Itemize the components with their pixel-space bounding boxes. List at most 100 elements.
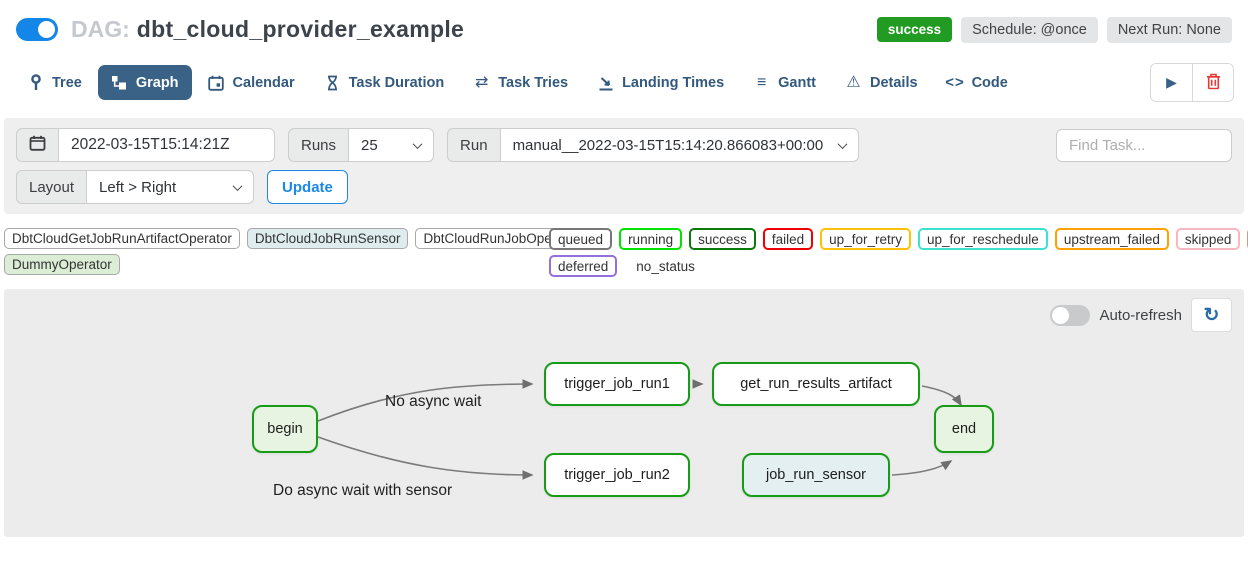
operator-chip: DummyOperator — [4, 254, 120, 275]
dag-header: DAG: dbt_cloud_provider_example success … — [0, 0, 1248, 43]
chevron-down-icon — [412, 138, 423, 149]
delete-dag-button[interactable] — [1192, 64, 1233, 101]
task-node-begin[interactable]: begin — [252, 405, 318, 453]
edge-begin-trigger1 — [317, 379, 534, 422]
status-chip: up_for_reschedule — [917, 228, 1048, 250]
status-badge[interactable]: success — [876, 17, 953, 42]
execution-date-input[interactable] — [58, 128, 275, 162]
legend: DbtCloudGetJobRunArtifactOperator DbtClo… — [4, 228, 1248, 277]
trash-icon — [1206, 73, 1221, 93]
execution-date-group — [16, 128, 275, 162]
tab-label: Graph — [135, 74, 179, 91]
edge-begin-trigger2 — [317, 436, 534, 480]
status-chip: upstream_failed — [1054, 228, 1169, 250]
page-title: dbt_cloud_provider_example — [136, 16, 465, 42]
run-select[interactable]: manual__2022-03-15T15:14:20.866083+00:00 — [499, 128, 860, 162]
task-node-end[interactable]: end — [934, 405, 994, 453]
toggle-knob — [1052, 306, 1070, 324]
chevron-down-icon — [837, 138, 848, 149]
status-chip: up_for_retry — [820, 228, 911, 250]
tab-label: Task Duration — [348, 74, 445, 91]
tab-landing-times[interactable]: Landing Times — [584, 65, 737, 100]
status-legend: queued running success failed up_for_ret… — [549, 228, 1248, 277]
status-chip: no_status — [636, 258, 695, 274]
play-icon: ▶ — [1166, 74, 1177, 90]
tab-code[interactable]: <> Code — [934, 65, 1021, 100]
hourglass-icon — [324, 74, 341, 91]
edge-sensor-end — [891, 460, 953, 476]
status-chip: skipped — [1175, 228, 1241, 250]
task-node-trigger-job-run1[interactable]: trigger_job_run1 — [544, 362, 690, 406]
status-chip: queued — [549, 228, 613, 250]
auto-refresh-label: Auto-refresh — [1099, 306, 1182, 324]
task-node-get-run-results-artifact[interactable]: get_run_results_artifact — [712, 362, 920, 406]
edge-label: Do async wait with sensor — [273, 482, 453, 499]
layout-selected-value: Left > Right — [99, 178, 177, 196]
auto-refresh-control: Auto-refresh ↻ — [1050, 298, 1232, 332]
run-group: Run manual__2022-03-15T15:14:20.866083+0… — [447, 128, 860, 162]
task-node-trigger-job-run2[interactable]: trigger_job_run2 — [544, 453, 690, 497]
run-selected-value: manual__2022-03-15T15:14:20.866083+00:00 — [512, 136, 824, 154]
view-tabbar: Tree Graph Calendar Task Duration ⇄ Task… — [0, 43, 1248, 102]
toggle-knob — [38, 21, 55, 38]
layout-select[interactable]: Left > Right — [86, 170, 255, 204]
runs-label: Runs — [288, 128, 349, 162]
run-label: Run — [447, 128, 500, 162]
tab-label: Task Tries — [498, 74, 569, 91]
status-chip: failed — [762, 228, 814, 250]
runs-selected-value: 25 — [361, 136, 378, 154]
status-chip: deferred — [549, 255, 618, 277]
plane-landing-icon — [597, 74, 614, 91]
schedule-badge: Schedule: @once — [961, 16, 1098, 43]
gantt-icon: ≡ — [756, 73, 767, 91]
tree-icon — [27, 74, 44, 91]
tab-label: Calendar — [232, 74, 295, 91]
refresh-icon: ↻ — [1203, 304, 1220, 326]
calendar-addon[interactable] — [16, 128, 58, 162]
operator-chip: DbtCloudGetJobRunArtifactOperator — [4, 228, 240, 249]
operator-chip: DbtCloudJobRunSensor — [246, 228, 409, 249]
auto-refresh-toggle[interactable] — [1050, 304, 1091, 326]
header-badges: success Schedule: @once Next Run: None — [876, 16, 1232, 43]
layout-label: Layout — [16, 170, 87, 204]
code-icon: <> — [945, 74, 965, 91]
graph-icon — [111, 74, 128, 91]
task-node-job-run-sensor[interactable]: job_run_sensor — [742, 453, 890, 497]
tab-task-duration[interactable]: Task Duration — [311, 65, 458, 100]
status-chip: running — [619, 228, 683, 250]
dag-graph-panel: Auto-refresh ↻ No async wait Do async wa… — [4, 289, 1244, 537]
status-chip: success — [689, 228, 756, 250]
refresh-button[interactable]: ↻ — [1191, 298, 1232, 332]
trigger-dag-button[interactable]: ▶ — [1151, 64, 1192, 101]
filter-panel: Runs 25 Run manual__2022-03-15T15:14:20.… — [4, 118, 1244, 214]
tab-tree[interactable]: Tree — [14, 65, 95, 100]
tab-label: Landing Times — [622, 74, 725, 91]
tab-calendar[interactable]: Calendar — [195, 65, 308, 100]
dag-edges — [317, 379, 962, 480]
tab-task-tries[interactable]: ⇄ Task Tries — [460, 65, 581, 100]
chevron-down-icon — [232, 180, 243, 191]
runs-group: Runs 25 — [288, 128, 435, 162]
repeat-icon: ⇄ — [475, 73, 489, 91]
next-run-badge: Next Run: None — [1106, 16, 1232, 43]
tab-label: Code — [971, 74, 1008, 91]
dag-prefix-label: DAG: — [71, 16, 130, 42]
dag-action-buttons: ▶ — [1150, 63, 1234, 102]
runs-select[interactable]: 25 — [348, 128, 435, 162]
tab-label: Details — [870, 74, 918, 91]
tab-graph[interactable]: Graph — [97, 65, 192, 100]
warning-triangle-icon: ⚠ — [846, 73, 861, 91]
tab-details[interactable]: ⚠ Details — [832, 65, 931, 100]
find-task-input[interactable] — [1056, 128, 1232, 162]
layout-group: Layout Left > Right — [16, 170, 255, 204]
edge-label: No async wait — [385, 393, 482, 410]
calendar-icon — [208, 74, 225, 91]
calendar-icon — [29, 135, 46, 155]
operator-legend: DbtCloudGetJobRunArtifactOperator DbtClo… — [4, 228, 588, 277]
edge-artifact-end — [921, 385, 962, 407]
dag-pause-toggle[interactable] — [16, 18, 58, 41]
tab-label: Gantt — [778, 74, 816, 91]
operator-chip: DbtCloudRunJobOperator — [415, 228, 588, 249]
update-button[interactable]: Update — [267, 170, 348, 204]
tab-gantt[interactable]: ≡ Gantt — [740, 65, 829, 100]
